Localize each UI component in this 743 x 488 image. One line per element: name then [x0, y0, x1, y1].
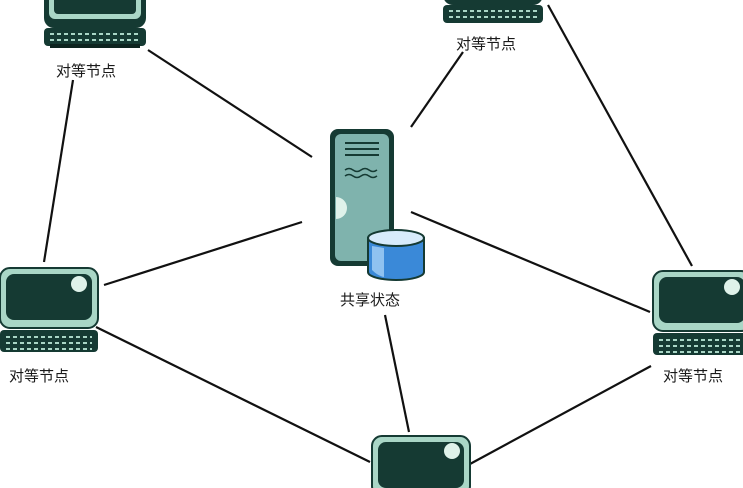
link-left-bottom: [95, 326, 371, 463]
computer-icon: [652, 270, 743, 355]
peer-computer-left: [0, 267, 99, 352]
link-server-right: [410, 210, 651, 314]
link-topleft-server: [147, 49, 313, 158]
link-topleft-left: [42, 79, 75, 263]
peer-computer-bottom: [371, 435, 471, 488]
peer-label-left: 对等节点: [9, 367, 70, 385]
link-bottom-right: [469, 365, 652, 465]
server-shared-state: [330, 129, 425, 281]
computer-icon: [44, 0, 146, 48]
link-left-server: [103, 220, 303, 287]
peer-computer-top-left: [44, 0, 146, 48]
computer-icon: [371, 435, 471, 488]
computer-icon: [0, 267, 99, 352]
database-icon: [367, 229, 425, 281]
server-label: 共享状态: [340, 291, 401, 309]
computer-icon: [443, 0, 543, 23]
peer-label-top-left: 对等节点: [56, 62, 117, 80]
peer-label-right: 对等节点: [663, 367, 724, 385]
link-topright-right: [547, 4, 693, 267]
link-topright-server: [410, 51, 464, 128]
peer-label-top-right: 对等节点: [456, 35, 517, 53]
link-server-bottom: [383, 314, 411, 433]
connection-lines: [42, 4, 693, 465]
peer-computer-top-right: [443, 0, 543, 23]
peer-computer-right: [652, 270, 743, 355]
